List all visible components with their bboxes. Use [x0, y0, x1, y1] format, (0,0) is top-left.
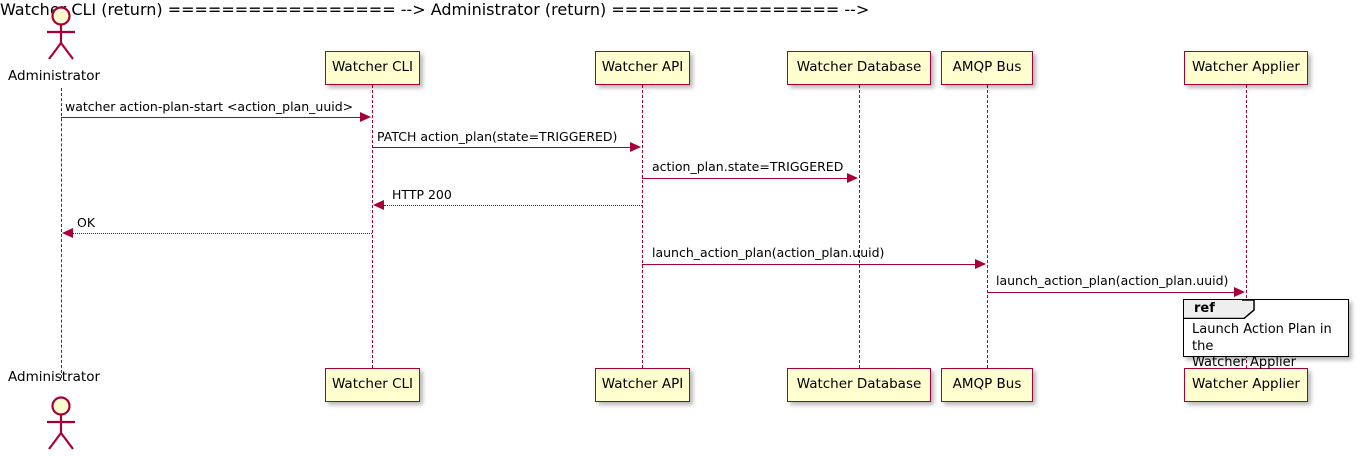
participant-watcher-cli-bottom[interactable]: Watcher CLI [325, 368, 420, 402]
ref-fragment-tab [1184, 300, 1252, 318]
message-label-1: watcher action-plan-start <action_plan_u… [65, 99, 354, 114]
participant-label: Watcher Applier [1192, 59, 1300, 76]
participant-label: Watcher API [601, 59, 684, 76]
message-line-1 [61, 117, 361, 118]
message-arrowhead-7 [1234, 287, 1245, 297]
message-line-2 [372, 147, 631, 148]
participant-watcher-cli-top[interactable]: Watcher CLI [325, 51, 420, 85]
message-line-7 [987, 292, 1235, 293]
participant-label: Watcher CLI [331, 376, 414, 393]
message-arrowhead-5 [62, 228, 73, 238]
participant-label: Watcher Applier [1192, 376, 1300, 393]
message-arrowhead-2 [630, 142, 641, 152]
actor-label-administrator-bottom: Administrator [8, 369, 101, 385]
lifeline-administrator [61, 88, 62, 378]
actor-label-administrator-top: Administrator [8, 68, 101, 84]
lifeline-watcher-api [642, 85, 643, 368]
participant-watcher-database-top[interactable]: Watcher Database [787, 51, 931, 85]
ref-fragment-body-line-1: Launch Action Plan in the [1192, 322, 1332, 354]
ref-fragment[interactable]: ref Launch Action Plan in the Watcher Ap… [1183, 299, 1349, 370]
participant-label: Watcher Database [796, 376, 922, 393]
lifeline-watcher-db [859, 85, 860, 368]
participant-watcher-applier-top[interactable]: Watcher Applier [1184, 51, 1308, 85]
ref-tab-outline-icon [1184, 300, 1255, 319]
message-arrowhead-3 [847, 173, 858, 183]
message-label-3: action_plan.state=TRIGGERED [652, 159, 844, 174]
message-label-4: HTTP 200 [392, 187, 452, 202]
participant-label: Watcher CLI [331, 59, 414, 76]
message-label-7: launch_action_plan(action_plan.uuid) [996, 273, 1229, 288]
message-label-2: PATCH action_plan(state=TRIGGERED) [377, 129, 618, 144]
participant-watcher-database-bottom[interactable]: Watcher Database [787, 368, 931, 402]
participant-amqp-bus-bottom[interactable]: AMQP Bus [941, 368, 1033, 402]
message-arrowhead-4 [373, 200, 384, 210]
participant-label: AMQP Bus [952, 376, 1022, 393]
ref-tab-shape-icon [1184, 300, 1252, 318]
message-line-5 [73, 233, 372, 234]
actor-administrator-bottom [38, 394, 84, 452]
ref-fragment-body-line-2: Watcher Applier [1192, 355, 1296, 371]
participant-label: AMQP Bus [952, 59, 1022, 76]
message-arrowhead-6 [975, 259, 986, 269]
message-arrowhead-1 [360, 112, 371, 122]
actor-figure-icon [47, 6, 75, 60]
participant-label: Watcher Database [796, 59, 922, 76]
participant-label: Watcher API [601, 376, 684, 393]
message-line-3 [642, 178, 848, 179]
participant-amqp-bus-top[interactable]: AMQP Bus [941, 51, 1033, 85]
ref-fragment-tab-label: ref [1194, 301, 1215, 316]
lifeline-watcher-applier [1246, 85, 1247, 368]
lifeline-amqp-bus [987, 85, 988, 368]
participant-watcher-api-top[interactable]: Watcher API [595, 51, 690, 85]
message-line-4 [384, 205, 642, 206]
ref-fragment-body: Launch Action Plan in the Watcher Applie… [1192, 322, 1346, 372]
message-label-5: OK [77, 215, 96, 230]
lifeline-watcher-cli [372, 85, 373, 368]
actor-figure-icon [47, 396, 75, 450]
participant-watcher-api-bottom[interactable]: Watcher API [595, 368, 690, 402]
message-label-6: launch_action_plan(action_plan.uuid) [652, 245, 885, 260]
participant-watcher-applier-bottom[interactable]: Watcher Applier [1184, 368, 1308, 402]
actor-administrator-top [38, 4, 84, 62]
message-line-6 [642, 264, 976, 265]
